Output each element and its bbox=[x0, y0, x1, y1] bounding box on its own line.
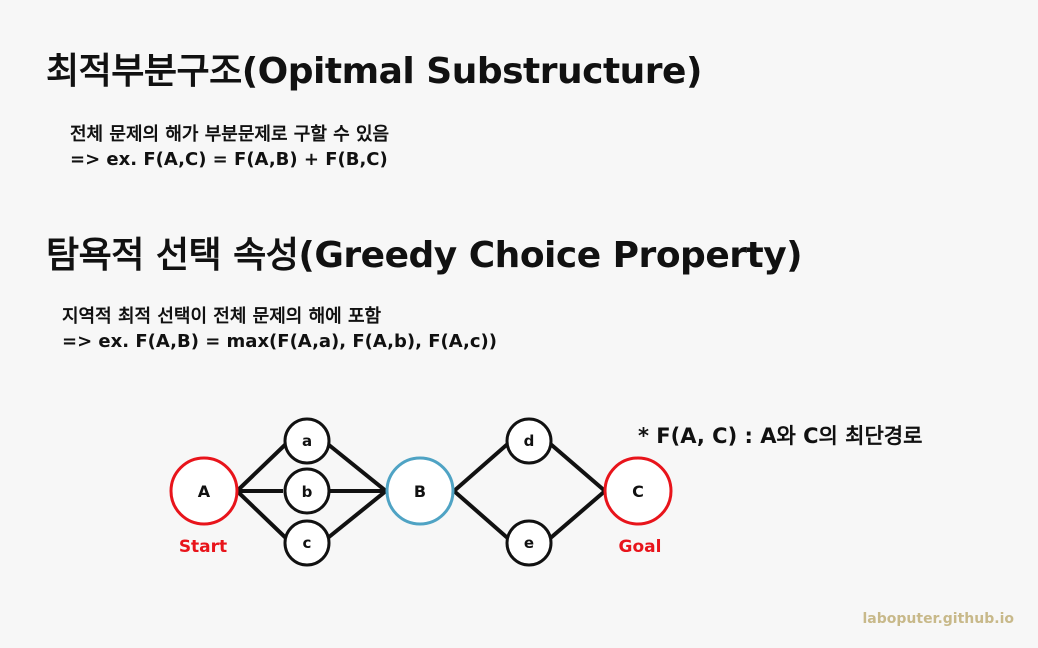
edge-A-c bbox=[235, 489, 291, 543]
optimal-substructure-description: 전체 문제의 해가 부분문제로 구할 수 있음 bbox=[70, 124, 390, 145]
node-B: B bbox=[385, 456, 455, 526]
title-greedy-choice-property: 탐욕적 선택 속성(Greedy Choice Property) bbox=[46, 235, 803, 276]
node-c: c bbox=[283, 519, 331, 567]
node-A-circle bbox=[169, 456, 239, 526]
node-d-label: d bbox=[524, 432, 535, 450]
start-label: Start bbox=[179, 537, 227, 557]
edge-d-C bbox=[545, 439, 607, 493]
graph-edges bbox=[235, 439, 607, 543]
node-C-circle bbox=[603, 456, 673, 526]
node-C: C bbox=[603, 456, 673, 526]
node-b-circle bbox=[283, 467, 331, 515]
greedy-choice-example: => ex. F(A,B) = max(F(A,a), F(A,b), F(A,… bbox=[62, 331, 497, 352]
node-c-label: c bbox=[303, 534, 312, 552]
node-c-circle bbox=[283, 519, 331, 567]
node-A-label: A bbox=[198, 482, 211, 501]
node-b: b bbox=[283, 467, 331, 515]
node-e: e bbox=[505, 519, 553, 567]
edge-B-d bbox=[452, 439, 513, 493]
node-b-label: b bbox=[302, 483, 313, 501]
goal-label: Goal bbox=[619, 537, 662, 557]
node-e-circle bbox=[505, 519, 553, 567]
greedy-choice-description: 지역적 최적 선택이 전체 문제의 해에 포함 bbox=[62, 306, 382, 327]
edge-A-a bbox=[235, 439, 291, 493]
title-optimal-substructure: 최적부분구조(Opitmal Substructure) bbox=[46, 51, 702, 92]
node-e-label: e bbox=[524, 534, 534, 552]
shortest-path-note: * F(A, C) : A와 C의 최단경로 bbox=[638, 424, 923, 448]
edge-a-B bbox=[322, 439, 388, 493]
edge-B-e bbox=[452, 489, 513, 543]
node-a: a bbox=[283, 417, 331, 465]
node-B-label: B bbox=[414, 482, 426, 501]
footer-site-url[interactable]: laboputer.github.io bbox=[862, 611, 1015, 627]
node-A: A bbox=[169, 456, 239, 526]
node-d: d bbox=[505, 417, 553, 465]
node-a-circle bbox=[283, 417, 331, 465]
node-B-circle bbox=[385, 456, 455, 526]
edge-e-C bbox=[545, 489, 607, 543]
node-C-label: C bbox=[632, 482, 644, 501]
optimal-substructure-example: => ex. F(A,C) = F(A,B) + F(B,C) bbox=[70, 149, 388, 170]
node-a-label: a bbox=[302, 432, 312, 450]
edge-c-B bbox=[322, 489, 388, 543]
node-d-circle bbox=[505, 417, 553, 465]
